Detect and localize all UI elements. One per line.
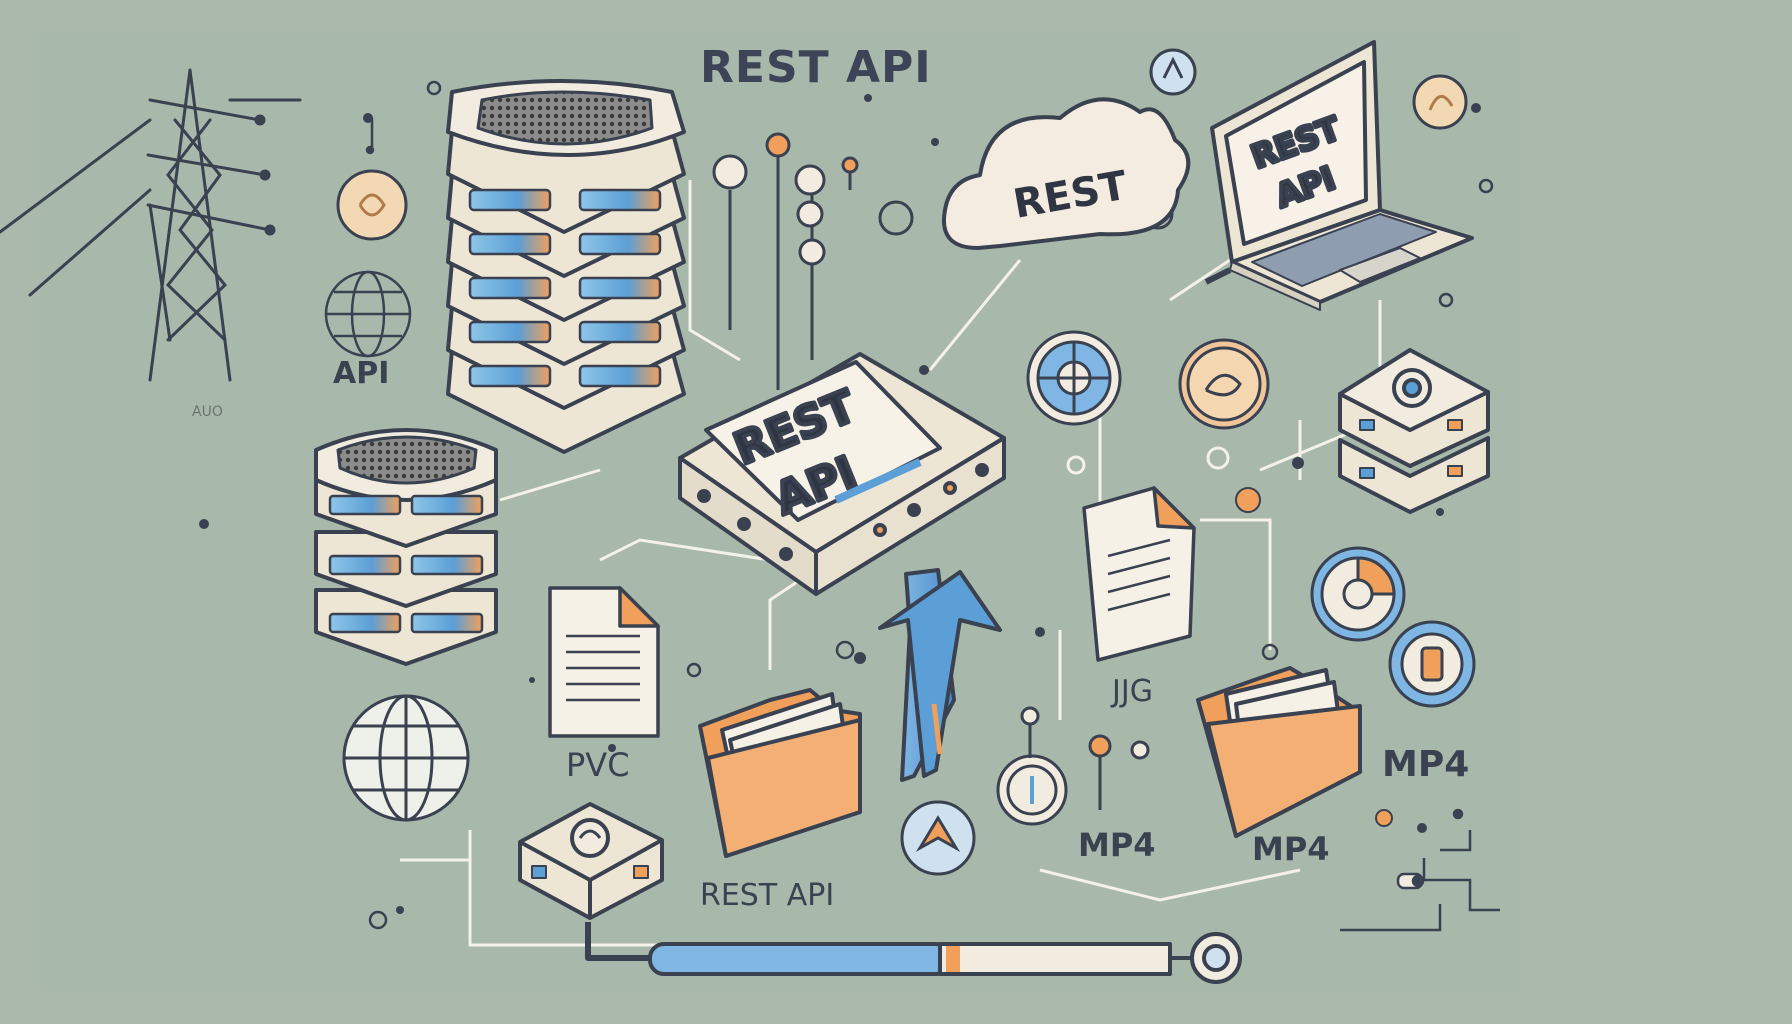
globe-icon — [324, 270, 412, 358]
server-stack-small-icon — [314, 428, 498, 666]
cable-icon — [585, 922, 1242, 984]
jjg-label: JJG — [1112, 674, 1153, 709]
compass-badge-icon — [900, 800, 976, 876]
server-module-icon — [1338, 348, 1490, 514]
page-title: REST API — [700, 42, 932, 93]
pvc-label: PVC — [566, 746, 630, 784]
upload-arrow-icon — [878, 568, 1002, 782]
document-icon-2 — [1082, 486, 1196, 662]
world-globe-icon — [342, 694, 470, 822]
link-badge-icon — [1178, 338, 1270, 430]
document-icon — [548, 586, 660, 738]
power-tower-icon — [0, 68, 302, 382]
mp4-right-label: MP4 — [1382, 744, 1470, 785]
decor-dots — [199, 80, 1494, 930]
target-ring-icon — [1310, 546, 1406, 642]
pin-connectors-icon — [712, 48, 1468, 390]
dial-badge-icon — [996, 706, 1150, 826]
tiny-label: AUO — [192, 404, 223, 420]
mp4-folder-label: MP4 — [1252, 830, 1330, 868]
laptop-icon: REST API — [1204, 40, 1474, 311]
schematic-icon — [1340, 808, 1500, 932]
server-stack-icon — [446, 79, 686, 454]
api-label: API — [333, 356, 390, 391]
folder-icon — [698, 688, 862, 858]
mp4-center-label: MP4 — [1078, 826, 1156, 864]
bottle-badge-icon — [1388, 620, 1476, 708]
cloud-icon: REST — [942, 97, 1191, 250]
small-connector-icon — [365, 118, 375, 155]
target-badge-icon — [1026, 330, 1122, 426]
node-device-icon — [518, 802, 664, 920]
folder-icon-2 — [1196, 666, 1362, 838]
swirl-badge-icon — [336, 169, 408, 241]
rest-api-bottom-label: REST API — [700, 878, 835, 913]
